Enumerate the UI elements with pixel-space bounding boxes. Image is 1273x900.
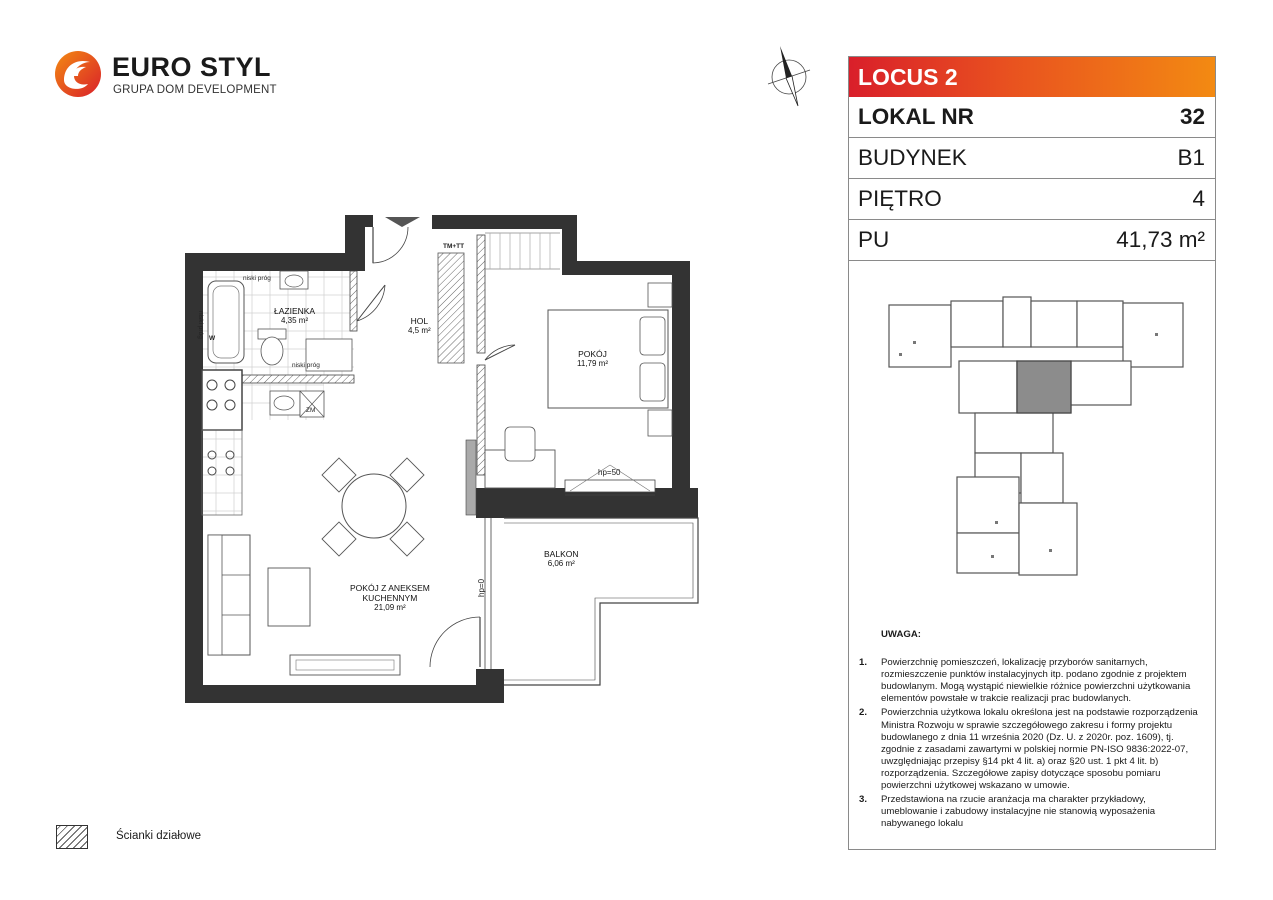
info-panel: LOCUS 2 LOKAL NR 32 BUDYNEK B1 PIĘTRO 4 … bbox=[848, 56, 1216, 850]
niski-prog-label: niski próg bbox=[197, 311, 204, 339]
room-name: BALKON bbox=[544, 549, 579, 559]
room-area: 6,06 m² bbox=[547, 559, 575, 568]
room-label-hol: HOL 4,5 m² bbox=[408, 316, 431, 336]
w-label: W bbox=[209, 335, 216, 342]
legend-label: Ścianki działowe bbox=[116, 830, 202, 842]
room-name: POKÓJ bbox=[578, 349, 607, 359]
zm-label: ZM bbox=[306, 407, 316, 414]
brand-tagline: GRUPA DOM DEVELOPMENT bbox=[113, 84, 277, 96]
lokal-label: LOKAL NR bbox=[858, 104, 974, 129]
note-item: 2. Powierzchnia użytkowa lokalu określon… bbox=[859, 707, 1205, 792]
building-key-plan bbox=[888, 296, 1184, 576]
notes-title: UWAGA: bbox=[881, 629, 921, 640]
room-area: 4,5 m² bbox=[408, 326, 431, 335]
tm-tt-label: TM+TT bbox=[443, 243, 465, 250]
note-text: Powierzchnię pomieszczeń, lokalizację pr… bbox=[881, 657, 1191, 705]
floor-plan-drawing bbox=[185, 215, 699, 703]
info-row-pu: PU 41,73 m² bbox=[849, 220, 1215, 261]
lokal-value: 32 bbox=[1179, 104, 1205, 129]
room-name: HOL bbox=[410, 316, 429, 326]
note-number: 2. bbox=[859, 707, 868, 719]
room-label-lazienka: ŁAZIENKA 4,35 m² bbox=[274, 306, 315, 326]
floor-plan: ŁAZIENKA 4,35 m² HOL 4,5 m² POKÓJ 11,79 … bbox=[180, 205, 720, 715]
hp0-label: hp=0 bbox=[477, 578, 486, 597]
note-text: Przedstawiona na rzucie aranżacja ma cha… bbox=[881, 794, 1156, 830]
room-label-pokoj: POKÓJ 11,79 m² bbox=[577, 349, 608, 369]
room-area: 11,79 m² bbox=[577, 359, 608, 368]
notes-section: UWAGA: 1. Powierzchnię pomieszczeń, loka… bbox=[859, 629, 1205, 832]
legend-hatch-swatch bbox=[56, 825, 88, 849]
niski-prog-label: niski próg bbox=[243, 275, 271, 282]
euro-styl-logo-icon bbox=[55, 51, 101, 97]
room-label-balkon: BALKON 6,06 m² bbox=[544, 549, 579, 569]
brand-name: EURO STYL bbox=[112, 52, 272, 82]
room-area: 4,35 m² bbox=[280, 316, 309, 325]
pu-label: PU bbox=[858, 227, 890, 252]
niski-prog-label: niski próg bbox=[292, 362, 320, 369]
note-item: 1. Powierzchnię pomieszczeń, lokalizację… bbox=[859, 657, 1205, 705]
north-arrow-icon bbox=[767, 46, 811, 107]
room-label-salon: POKÓJ Z ANEKSEM KUCHENNYM 21,09 m² bbox=[350, 583, 430, 613]
room-name: POKÓJ Z ANEKSEM bbox=[350, 583, 430, 593]
note-number: 3. bbox=[859, 794, 868, 806]
room-name: ŁAZIENKA bbox=[274, 306, 316, 316]
info-row-pietro: PIĘTRO 4 bbox=[849, 179, 1215, 220]
budynek-value: B1 bbox=[1177, 145, 1205, 170]
brand-logo: EURO STYL GRUPA DOM DEVELOPMENT bbox=[54, 50, 284, 100]
info-row-budynek: BUDYNEK B1 bbox=[849, 138, 1215, 179]
note-item: 3. Przedstawiona na rzucie aranżacja ma … bbox=[859, 794, 1205, 830]
room-area: 21,09 m² bbox=[374, 603, 406, 612]
pu-value: 41,73 m² bbox=[1116, 227, 1205, 252]
note-text: Powierzchnia użytkowa lokalu określona j… bbox=[881, 707, 1198, 792]
budynek-label: BUDYNEK bbox=[858, 145, 967, 170]
note-number: 1. bbox=[859, 657, 868, 669]
room-name-2: KUCHENNYM bbox=[362, 593, 418, 603]
info-row-lokal: LOKAL NR 32 bbox=[849, 97, 1215, 138]
project-name: LOCUS 2 bbox=[849, 57, 1215, 97]
pietro-value: 4 bbox=[1192, 186, 1205, 211]
pietro-label: PIĘTRO bbox=[858, 186, 942, 211]
hp50-label: hp=50 bbox=[598, 468, 621, 477]
